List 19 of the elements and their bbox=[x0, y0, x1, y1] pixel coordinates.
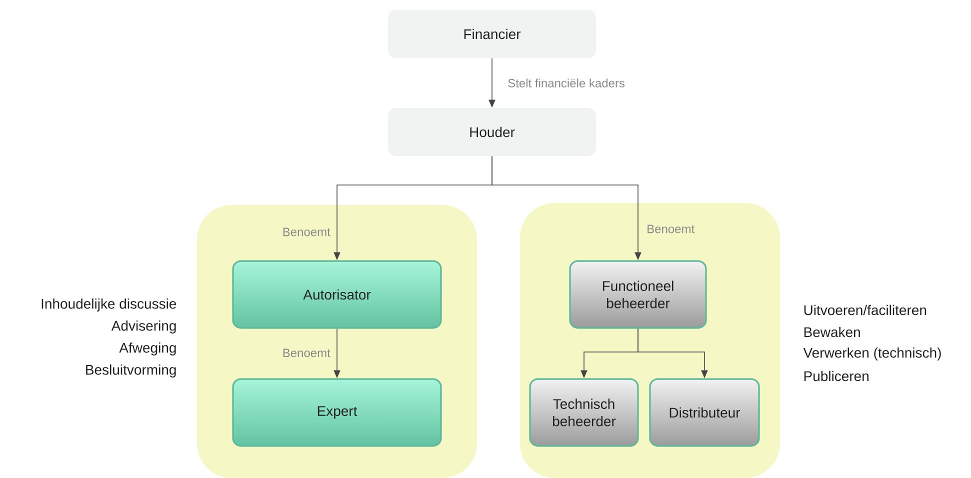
box: Financier bbox=[388, 10, 596, 58]
edge-label: Benoemt bbox=[648, 224, 695, 234]
note-text: Inhoudelijke discussie bbox=[42, 298, 176, 312]
note-text: Bewaken bbox=[804, 326, 860, 338]
note-text: Advisering bbox=[111, 320, 176, 334]
note-text: Publiceren bbox=[804, 370, 868, 382]
box: Houder bbox=[388, 108, 596, 156]
note-text: Verwerken (technisch) bbox=[803, 347, 941, 361]
note-text: Uitvoeren/faciliteren bbox=[804, 304, 926, 316]
edge-label: Benoemt bbox=[283, 228, 330, 236]
edge-label: Benoemt bbox=[283, 348, 330, 358]
role-box: Autorisator bbox=[232, 260, 442, 329]
edge-label: Stelt financiële kaders bbox=[508, 78, 625, 88]
role-box: Technisch beheerder bbox=[529, 378, 639, 447]
note-text: Afweging bbox=[119, 342, 176, 356]
role-box: Functioneel beheerder bbox=[569, 260, 707, 329]
note-text: Besluitvorming bbox=[86, 364, 176, 378]
role-box: Distributeur bbox=[649, 378, 760, 447]
role-box: Expert bbox=[232, 378, 442, 447]
